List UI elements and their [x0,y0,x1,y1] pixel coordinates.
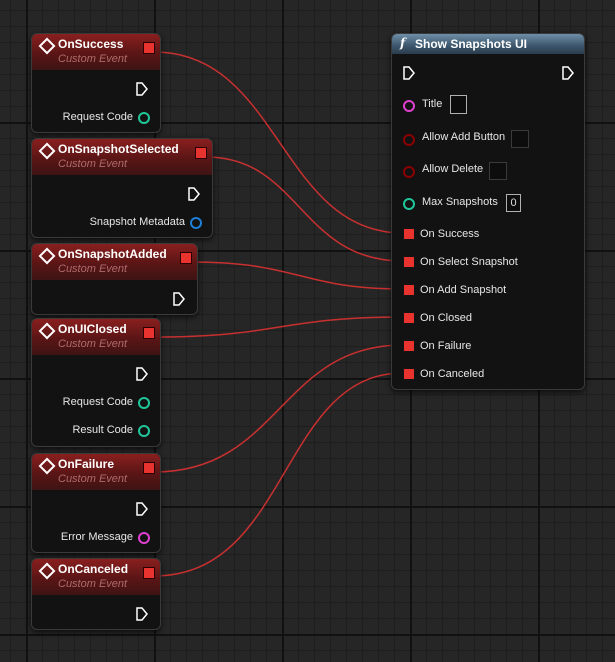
output-row-snapshot-metadata: Snapshot Metadata [42,215,202,231]
output-label: Result Code [72,424,133,436]
input-label-on-failure: On Failure [420,340,472,352]
delegate-input-pin[interactable] [404,313,414,323]
event-title: OnSuccess [58,37,124,51]
wire-on-failure [153,344,404,473]
event-subtitle: Custom Event [58,53,128,65]
wire-on-snapshot-selected [205,156,404,262]
delegate-input-pin[interactable] [404,229,414,239]
delegate-output-pin[interactable] [144,43,154,53]
int-pin-icon[interactable] [403,198,415,210]
event-subtitle: Custom Event [58,578,128,590]
function-icon: f [400,36,406,50]
event-subtitle: Custom Event [58,263,128,275]
int-pin-icon[interactable] [138,425,150,437]
event-diamond-icon [38,322,56,340]
output-row-error-message: Error Message [40,530,150,546]
wire-on-canceled [153,372,404,577]
input-label-max-snapshots: Max Snapshots [422,196,498,208]
exec-output-pin[interactable] [188,187,200,201]
event-diamond-icon [38,562,56,580]
exec-output-pin[interactable] [136,367,148,381]
output-row-result-code: Result Code [40,423,150,439]
function-node-show-snapshots-ui[interactable]: f Show Snapshots UI Title Allow Add Butt… [391,33,585,390]
delegate-output-pin[interactable] [144,463,154,473]
delegate-input-pin[interactable] [404,369,414,379]
event-node-on-success[interactable]: OnSuccess Custom Event Request Code [31,33,161,133]
int-pin-icon[interactable] [138,112,150,124]
delegate-input-pin[interactable] [404,341,414,351]
event-node-on-snapshot-selected[interactable]: OnSnapshotSelected Custom Event Snapshot… [31,138,213,238]
event-subtitle: Custom Event [58,473,128,485]
allow-delete-checkbox[interactable] [489,162,507,180]
output-label: Request Code [62,111,133,123]
output-label: Snapshot Metadata [89,216,185,228]
input-label-on-select-snapshot: On Select Snapshot [420,256,518,268]
exec-output-pin[interactable] [173,292,185,306]
input-label-on-success: On Success [420,228,480,240]
event-node-on-failure[interactable]: OnFailure Custom Event Error Message [31,453,161,553]
wire-on-ui-closed [153,316,404,338]
event-diamond-icon [38,37,56,55]
output-row-request-code: Request Code [40,395,150,411]
event-header: OnSnapshotSelected Custom Event [32,139,212,175]
event-header: OnSnapshotAdded Custom Event [32,244,197,280]
input-label-on-add-snapshot: On Add Snapshot [420,284,507,296]
exec-output-pin[interactable] [136,607,148,621]
delegate-output-pin[interactable] [181,253,191,263]
string-pin-icon[interactable] [138,532,150,544]
output-label: Error Message [60,531,133,543]
output-row-request-code: Request Code [40,110,150,126]
event-title: OnFailure [58,457,115,471]
struct-pin-icon[interactable] [190,217,202,229]
event-header: OnCanceled Custom Event [32,559,160,595]
delegate-input-pin[interactable] [404,257,414,267]
event-node-on-snapshot-added[interactable]: OnSnapshotAdded Custom Event [31,243,198,315]
string-pin-icon[interactable] [403,100,415,112]
event-subtitle: Custom Event [58,158,128,170]
event-node-on-canceled[interactable]: OnCanceled Custom Event [31,558,161,630]
event-title: OnCanceled [58,562,129,576]
event-diamond-icon [38,247,56,265]
output-label: Request Code [62,396,133,408]
delegate-output-pin[interactable] [144,568,154,578]
input-label-title: Title [422,98,443,110]
function-header: f Show Snapshots UI [392,34,584,54]
int-pin-icon[interactable] [138,397,150,409]
delegate-output-pin[interactable] [144,328,154,338]
title-text-input[interactable] [450,95,467,114]
input-label-allow-add-button: Allow Add Button [422,131,506,143]
delegate-input-pin[interactable] [404,285,414,295]
function-title: Show Snapshots UI [415,37,528,51]
exec-output-pin[interactable] [136,82,148,96]
delegate-output-pin[interactable] [196,148,206,158]
bool-pin-icon[interactable] [403,134,415,146]
event-title: OnUIClosed [58,322,127,336]
event-diamond-icon [38,457,56,475]
event-header: OnUIClosed Custom Event [32,319,160,355]
event-diamond-icon [38,142,56,160]
exec-output-pin[interactable] [562,66,574,80]
event-title: OnSnapshotSelected [58,142,179,156]
exec-output-pin[interactable] [136,502,148,516]
wire-on-snapshot-added [190,261,404,290]
exec-input-pin[interactable] [403,66,415,80]
event-header: OnSuccess Custom Event [32,34,160,70]
event-subtitle: Custom Event [58,338,128,350]
event-title: OnSnapshotAdded [58,247,167,261]
max-snapshots-input[interactable]: 0 [506,194,521,212]
input-label-on-canceled: On Canceled [420,368,485,380]
bool-pin-icon[interactable] [403,166,415,178]
event-header: OnFailure Custom Event [32,454,160,490]
input-label-allow-delete: Allow Delete [422,163,484,175]
event-node-on-ui-closed[interactable]: OnUIClosed Custom Event Request Code Res… [31,318,161,447]
allow-add-button-checkbox[interactable] [511,130,529,148]
input-label-on-closed: On Closed [420,312,472,324]
